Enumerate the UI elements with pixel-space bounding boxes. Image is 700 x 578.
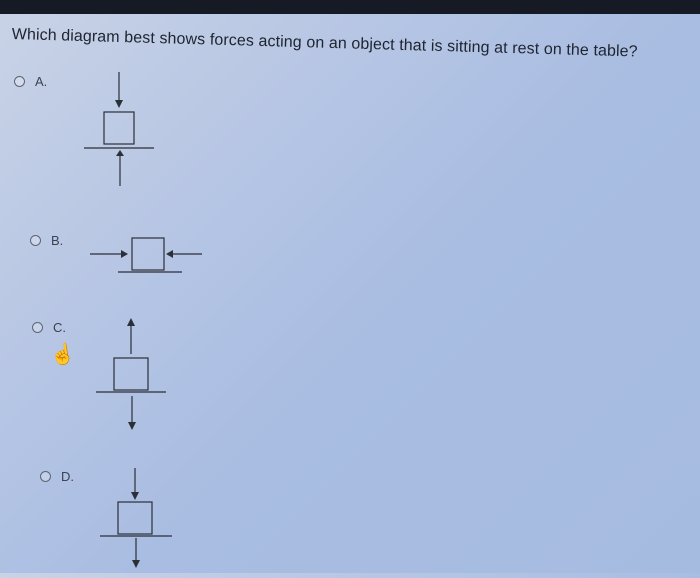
radio-button-b[interactable] — [30, 235, 41, 246]
diagram-b — [88, 230, 208, 285]
diagram-c — [92, 316, 172, 441]
option-a-label: A. — [35, 74, 48, 89]
option-b-label: B. — [51, 233, 64, 248]
option-b[interactable]: B. — [30, 233, 63, 248]
option-c-label: C. — [53, 320, 66, 335]
diagram-a — [80, 70, 160, 195]
window-top-bar — [0, 0, 700, 14]
option-c[interactable]: C. — [32, 320, 66, 335]
option-d-label: D. — [61, 469, 74, 484]
diagram-d — [98, 464, 178, 578]
question-text: Which diagram best shows forces acting o… — [11, 26, 638, 61]
option-a[interactable]: A. — [14, 74, 47, 89]
radio-button-c[interactable] — [32, 322, 43, 333]
radio-button-a[interactable] — [14, 76, 25, 87]
radio-button-d[interactable] — [40, 471, 51, 482]
option-d[interactable]: D. — [40, 469, 74, 484]
hand-pointer-icon: ☝ — [48, 342, 77, 368]
